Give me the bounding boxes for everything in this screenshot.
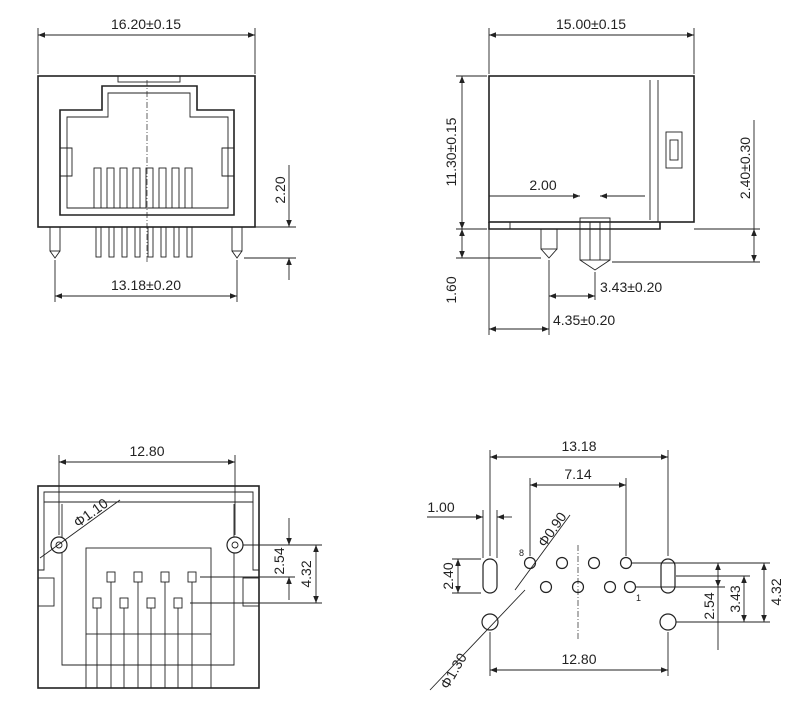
bottom-pitch-label-2: 4.32	[298, 560, 314, 587]
pcb-slot-width-label: 1.00	[427, 499, 454, 515]
front-height-label: 2.20	[272, 176, 288, 203]
front-pins	[95, 226, 193, 258]
pcb-pin-hole-label: Φ0.90	[534, 509, 569, 550]
side-pin-offset-1-label: 3.43±0.20	[600, 279, 662, 295]
front-pin-span-label: 13.18±0.20	[111, 277, 181, 293]
post-hole-left	[481, 613, 499, 631]
pcb-dim-343-label: 3.43	[727, 585, 743, 612]
side-led-height-label: 2.40±0.30	[737, 137, 753, 199]
pcb-slot-height-label: 2.40	[440, 562, 456, 589]
mounting-hole-left	[50, 536, 68, 554]
pcb-post-span-label: 12.80	[561, 651, 596, 667]
pcb-row-span-label: 7.14	[564, 466, 591, 482]
pcb-post-hole-label: Φ1.30	[437, 650, 470, 691]
side-width-label: 15.00±0.15	[556, 16, 626, 32]
bottom-view: 12.80 Φ1.10 2.54 4.32	[37, 443, 322, 689]
bottom-span-label: 12.80	[129, 443, 164, 459]
pcb-row-pitch-label: 2.54	[701, 592, 717, 619]
bottom-pitch-label-1: 2.54	[271, 547, 287, 574]
pin-holes	[523, 556, 637, 594]
pin-8-label: 8	[519, 548, 524, 558]
front-contacts	[93, 167, 193, 209]
post-hole-right	[659, 613, 677, 631]
slot-right	[660, 558, 676, 594]
side-base-label: 1.60	[443, 276, 459, 303]
pcb-dim-432-label: 4.32	[768, 578, 784, 605]
side-view: 15.00±0.15 11.30±0.15 1.60 2.40±0.30 2.0…	[443, 16, 760, 335]
side-pin-length-label: 2.00	[529, 177, 556, 193]
slot-left	[482, 558, 498, 594]
pcb-overall-label: 13.18	[561, 438, 596, 454]
front-width-label: 16.20±0.15	[111, 16, 181, 32]
mounting-hole-right	[226, 536, 244, 554]
side-pin-offset-2-label: 4.35±0.20	[553, 312, 615, 328]
pin-1-label: 1	[636, 593, 641, 603]
side-height-label: 11.30±0.15	[443, 117, 459, 186]
bottom-hole-label: Φ1.10	[70, 495, 111, 531]
pcb-layout-view: 8 1 13.18 7.14 1.00 Φ0.90 2.40 Φ1.30	[427, 438, 784, 692]
front-view: 16.20±0.15 2.20 13.18±0.20	[37, 16, 296, 302]
bottom-contacts	[92, 571, 197, 688]
